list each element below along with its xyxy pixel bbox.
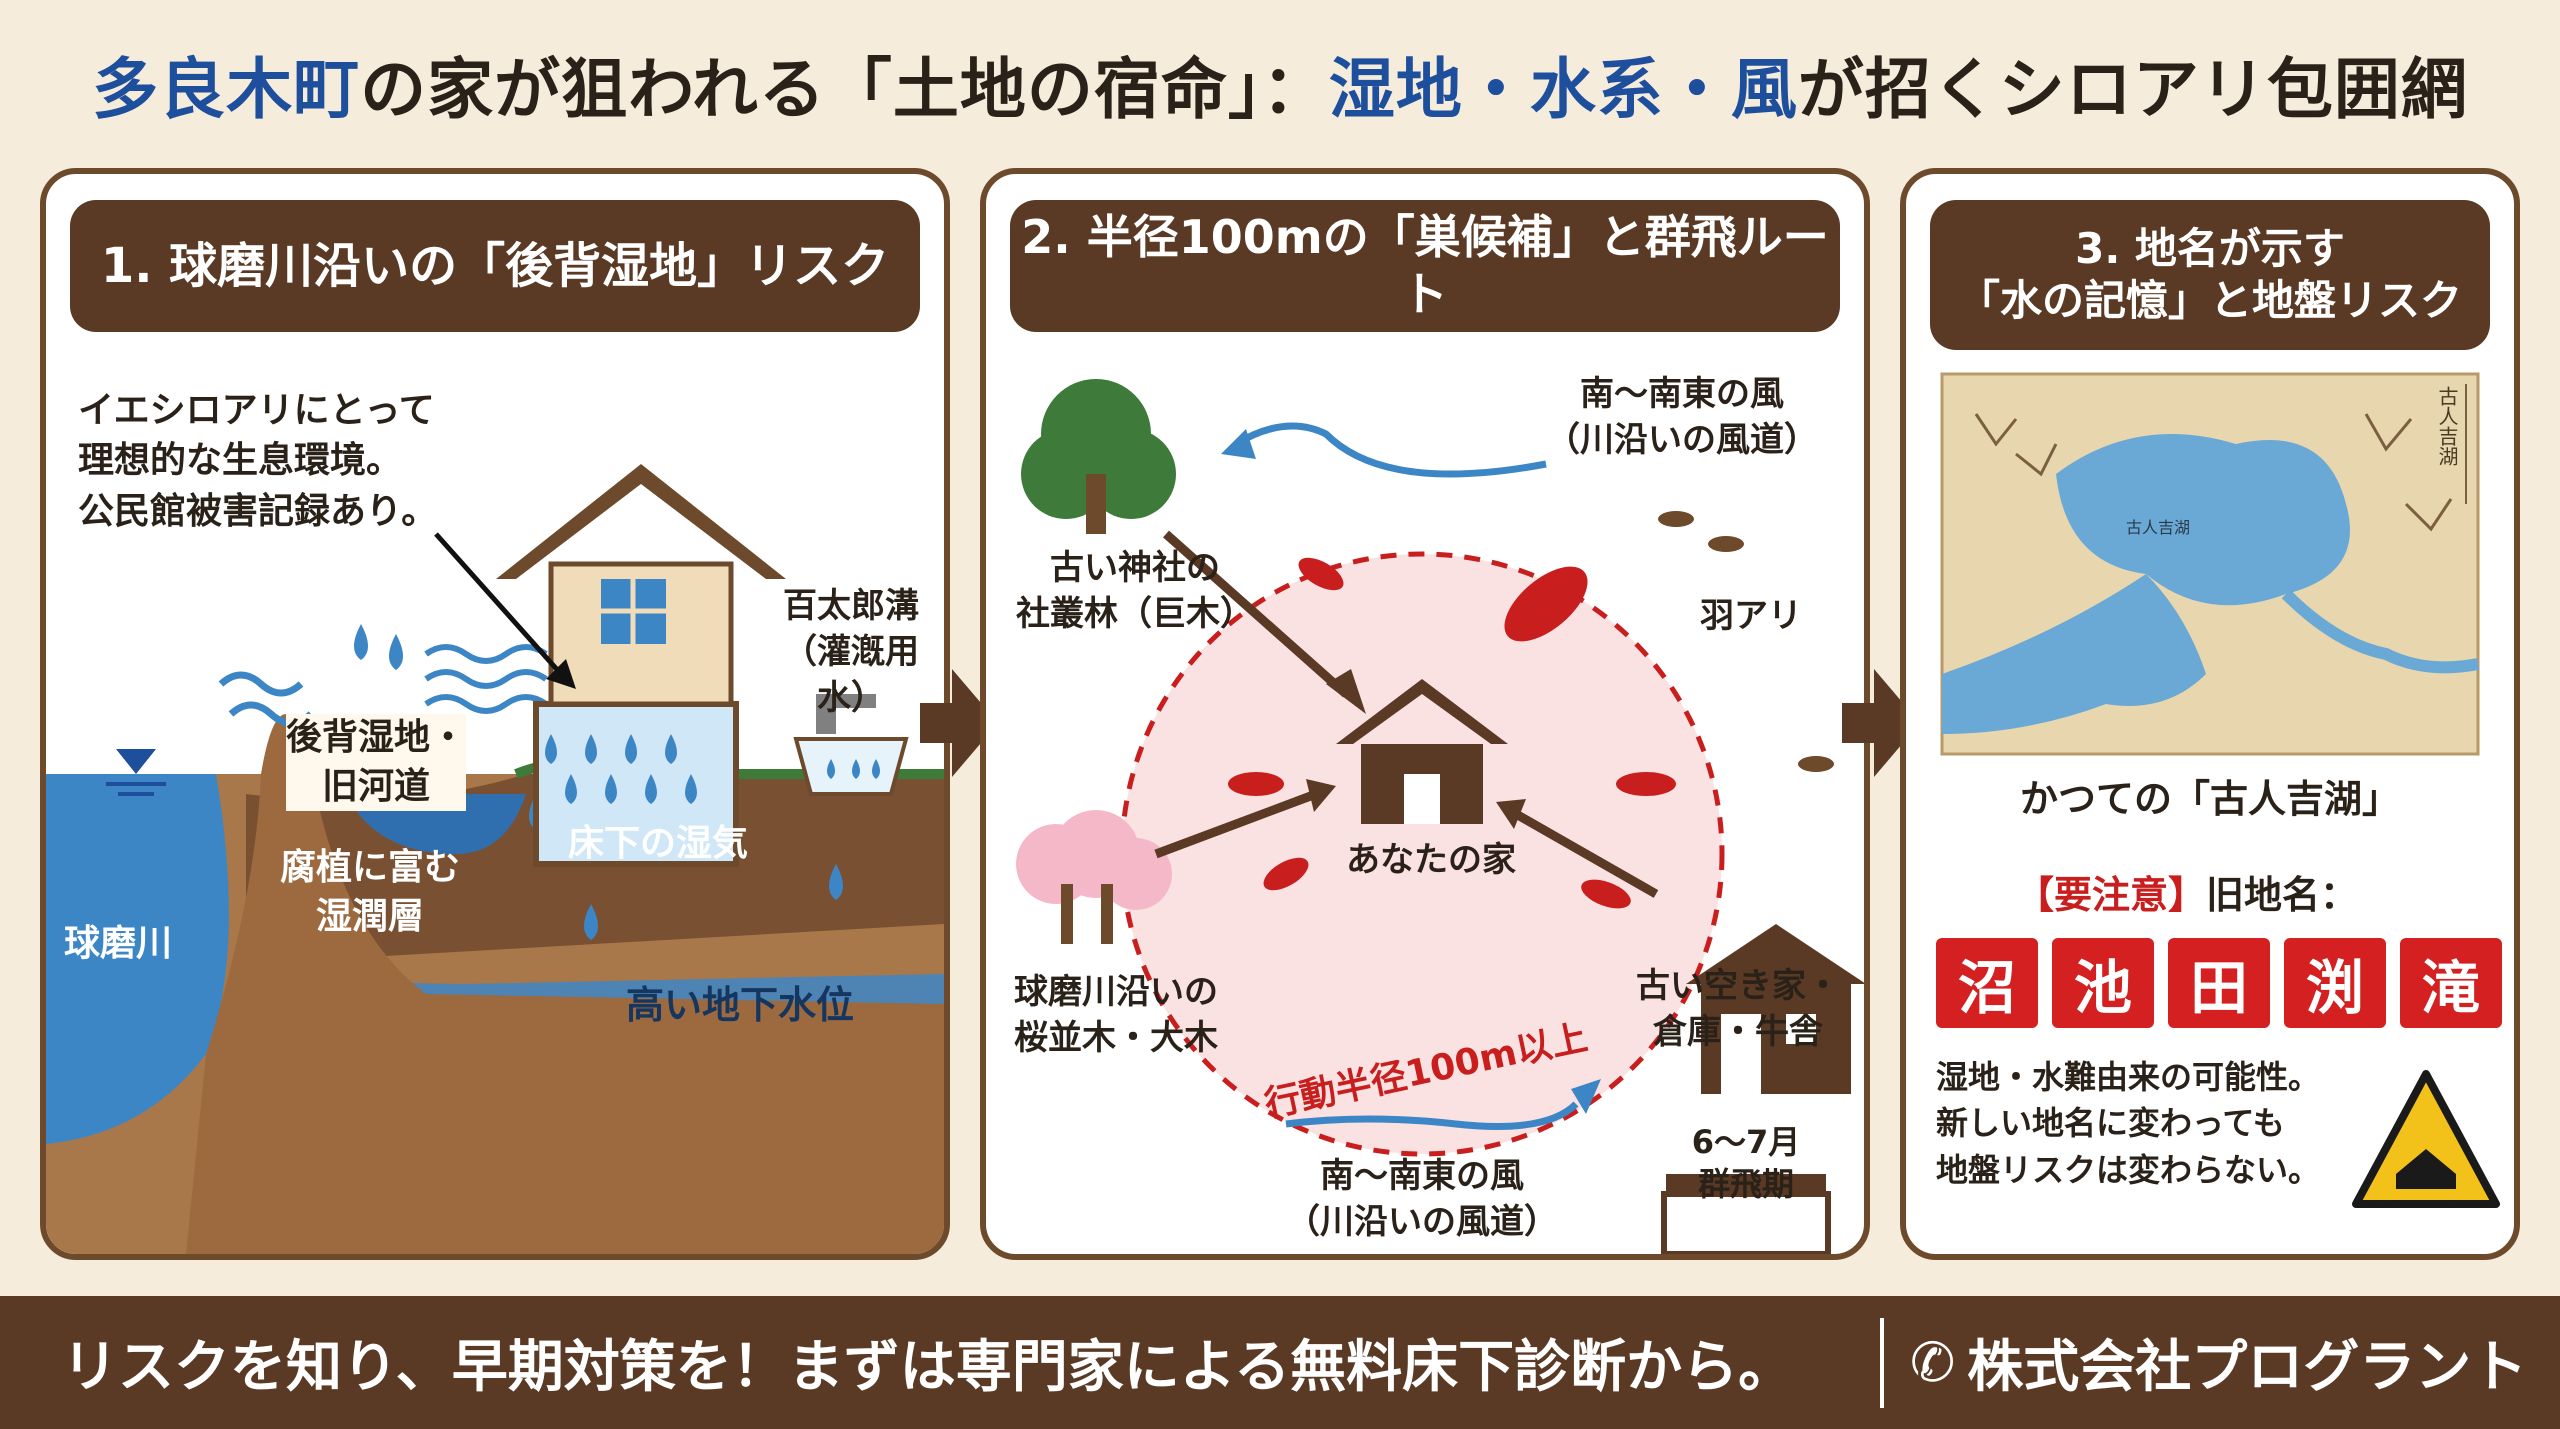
label-river: 球磨川 [64, 923, 173, 964]
wetland-line-2: 旧河道 [322, 765, 431, 807]
kanji-ta: 田 [2168, 938, 2270, 1028]
barn-line-2: 倉庫・牛舎 [1653, 1011, 1823, 1052]
map-title: 古人吉湖 [2435, 386, 2459, 466]
kanji-numa: 沼 [1936, 938, 2038, 1028]
trees-line-2: 桜並木・大木 [1014, 1017, 1218, 1058]
flow-arrow-1-shaft [920, 703, 956, 743]
label-groundwater: 高い地下水位 [626, 983, 855, 1027]
warning-label: 【要注意】 [2016, 873, 2207, 917]
footer-company: ✆ 株式会社プログラント [1910, 1322, 2527, 1403]
title-town: 多良木町 [92, 51, 361, 128]
wind-top-line-2: （川沿いの風道） [1546, 419, 1818, 460]
panel-swarm-route: 2. 半径100mの「巣候補」と群飛ルート [980, 168, 1870, 1260]
humus-line-1: 腐植に富む [280, 847, 461, 888]
panel1-heading: 1. 球磨川沿いの「後背湿地」リスク [70, 200, 920, 332]
panel2-heading: 2. 半径100mの「巣候補」と群飛ルート [1010, 200, 1840, 332]
calendar-line-1: 6〜7月 [1691, 1123, 1801, 1161]
wind-bottom-line-2: （川沿いの風道） [1286, 1201, 1558, 1242]
shrine-line-2: 社叢林（巨木） [1016, 593, 1254, 634]
old-names-label: 旧地名： [2206, 873, 2359, 917]
barn-label: 古い空き家・ 倉庫・牛舎 [1636, 964, 1840, 1056]
panel3-heading: 3. 地名が示す 「水の記憶」と地盤リスク [1930, 200, 2490, 350]
calendar-label: 6〜7月 群飛期 [1676, 1122, 1816, 1205]
title-factors: 湿地・水系・風 [1328, 51, 1798, 128]
map-lake-label: 古人吉湖 [2126, 518, 2191, 537]
calendar-line-2: 群飛期 [1697, 1164, 1794, 1203]
panel3-heading-line-1: 3. 地名が示す [2075, 223, 2345, 273]
label-humus: 腐植に富む 湿潤層 [280, 844, 460, 941]
panel-place-name-risk: 3. 地名が示す 「水の記憶」と地盤リスク 古人吉湖 古人吉湖 かつての「古人吉… [1900, 168, 2520, 1260]
winged-ant-label: 羽アリ [1700, 596, 1802, 636]
label-wetland: 後背湿地・ 旧河道 [286, 714, 467, 812]
map-caption: かつての「古人吉湖」 [2019, 777, 2400, 821]
swarm-route-diagram [1016, 379, 1864, 1254]
callout-line-3: 公民館被害記録あり。 [78, 490, 438, 532]
page-title: 多良木町の家が狙われる「土地の宿命」：湿地・水系・風が招くシロアリ包囲網 [0, 36, 2560, 132]
wind-bottom-line-1: 南〜南東の風 [1320, 1156, 1524, 1196]
phone-icon: ✆ [1910, 1331, 1956, 1394]
shrine-line-1: 古い神社の [1050, 548, 1220, 588]
label-canal: 百太郎溝 （灌漑用水） [758, 584, 944, 722]
panel1-callout: イエシロアリにとって 理想的な生息環境。 公民館被害記録あり。 [78, 386, 437, 537]
label-underfloor: 床下の湿気 [568, 823, 749, 864]
callout-line-1: イエシロアリにとって [78, 390, 435, 431]
trees-label: 球磨川沿いの 桜並木・大木 [1014, 970, 1218, 1062]
home-label: あなたの家 [1346, 840, 1516, 880]
footer-message: リスクを知り、早期対策を！まずは専門家による無料床下診断から。 [62, 1335, 1795, 1400]
wind-bottom-label: 南〜南東の風 （川沿いの風道） [1286, 1154, 1558, 1246]
old-names-heading: 【要注意】旧地名： [2016, 864, 2358, 919]
note-line-2: 新しい地名に変わっても [1936, 1104, 2285, 1143]
wind-top-line-1: 南〜南東の風 [1580, 374, 1784, 414]
wetland-line-1: 後背湿地・ [286, 717, 467, 758]
note-line-1: 湿地・水難由来の可能性。 [1936, 1058, 2321, 1096]
footer-bar: リスクを知り、早期対策を！まずは専門家による無料床下診断から。 ✆ 株式会社プロ… [0, 1296, 2560, 1429]
flow-arrow-2-shaft [1842, 703, 1878, 743]
panel-wetland-risk: 1. 球磨川沿いの「後背湿地」リスク [40, 168, 950, 1260]
footer-divider [1880, 1318, 1884, 1408]
kanji-taki: 滝 [2400, 938, 2502, 1028]
wetland-cross-section [46, 464, 944, 1254]
wind-top-label: 南〜南東の風 （川沿いの風道） [1546, 372, 1818, 464]
title-middle: の家が狙われる「土地の宿命」： [360, 51, 1329, 128]
old-lake-map [1940, 372, 2480, 756]
note-line-3: 地盤リスクは変わらない。 [1936, 1150, 2321, 1189]
trees-line-1: 球磨川沿いの [1014, 972, 1218, 1012]
humus-line-2: 湿潤層 [316, 895, 425, 937]
old-place-kanji-list: 沼 池 田 渕 滝 [1936, 938, 2502, 1028]
panel3-heading-line-2: 「水の記憶」と地盤リスク [1957, 276, 2462, 325]
kanji-fuchi: 渕 [2284, 938, 2386, 1028]
company-name: 株式会社プログラント [1967, 1335, 2528, 1400]
canal-line-2: （灌漑用水） [783, 631, 919, 718]
canal-line-1: 百太郎溝 [783, 586, 919, 626]
title-end: が招くシロアリ包囲網 [1797, 51, 2468, 128]
barn-line-1: 古い空き家・ [1636, 966, 1840, 1006]
shrine-label: 古い神社の 社叢林（巨木） [1016, 546, 1254, 638]
place-name-note: 湿地・水難由来の可能性。 新しい地名に変わっても 地盤リスクは変わらない。 [1936, 1054, 2320, 1193]
callout-line-2: 理想的な生息環境。 [78, 440, 403, 482]
kanji-ike: 池 [2052, 938, 2154, 1028]
